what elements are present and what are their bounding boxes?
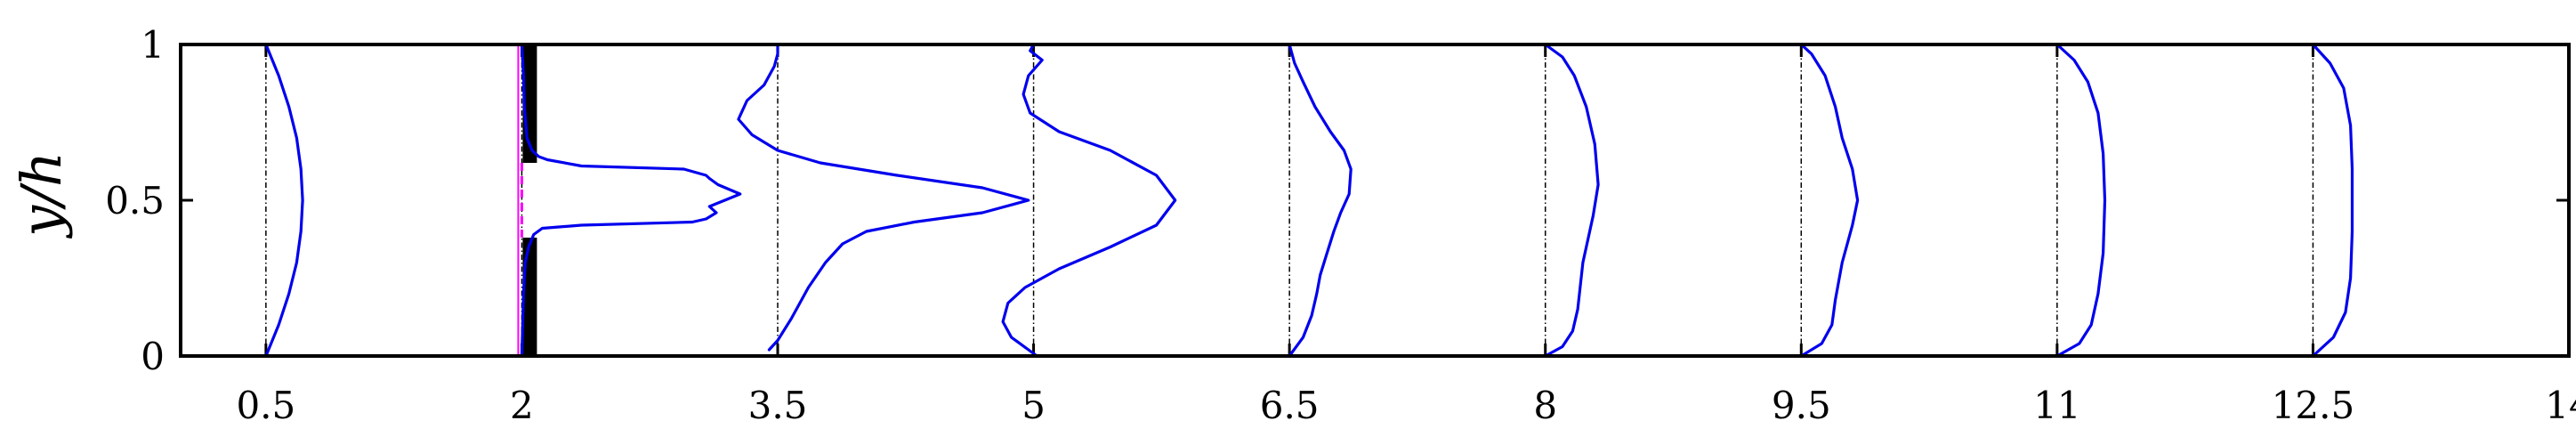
profile-curve — [2311, 43, 2354, 358]
profile-curve — [520, 43, 742, 358]
x-tick-label: 6.5 — [1260, 384, 1320, 427]
x-tick-label: 3.5 — [748, 384, 808, 427]
x-tick-label: 2 — [510, 384, 534, 427]
x-tick-label: 14 — [2545, 384, 2576, 427]
profile-curve — [737, 43, 1030, 352]
x-tick-label: 8 — [1533, 384, 1557, 427]
chart-marks: 0.5 2 3.5 5 6.5 8 9.5 11 12.5 14 0 0.5 1 — [105, 23, 2576, 427]
profile-curve — [1288, 43, 1353, 358]
profile-curve — [2055, 43, 2107, 358]
y-tick-label: 0 — [141, 335, 165, 378]
y-axis-label: y/h — [9, 151, 74, 239]
x-tick-label: 9.5 — [1772, 384, 1831, 427]
x-tick-label: 11 — [2033, 384, 2080, 427]
profile-curve — [1001, 43, 1177, 358]
y-tick-label: 0.5 — [105, 179, 165, 222]
plate-segment — [522, 238, 537, 356]
y-tick-label: 1 — [141, 23, 165, 67]
profile-curve — [264, 43, 304, 358]
x-tick-label: 0.5 — [236, 384, 295, 427]
plot-frame — [179, 43, 2571, 358]
profile-curve — [1544, 43, 1600, 358]
x-tick-label: 5 — [1022, 384, 1046, 427]
profile-curve — [1799, 43, 1860, 358]
x-tick-label: 12.5 — [2272, 384, 2355, 427]
